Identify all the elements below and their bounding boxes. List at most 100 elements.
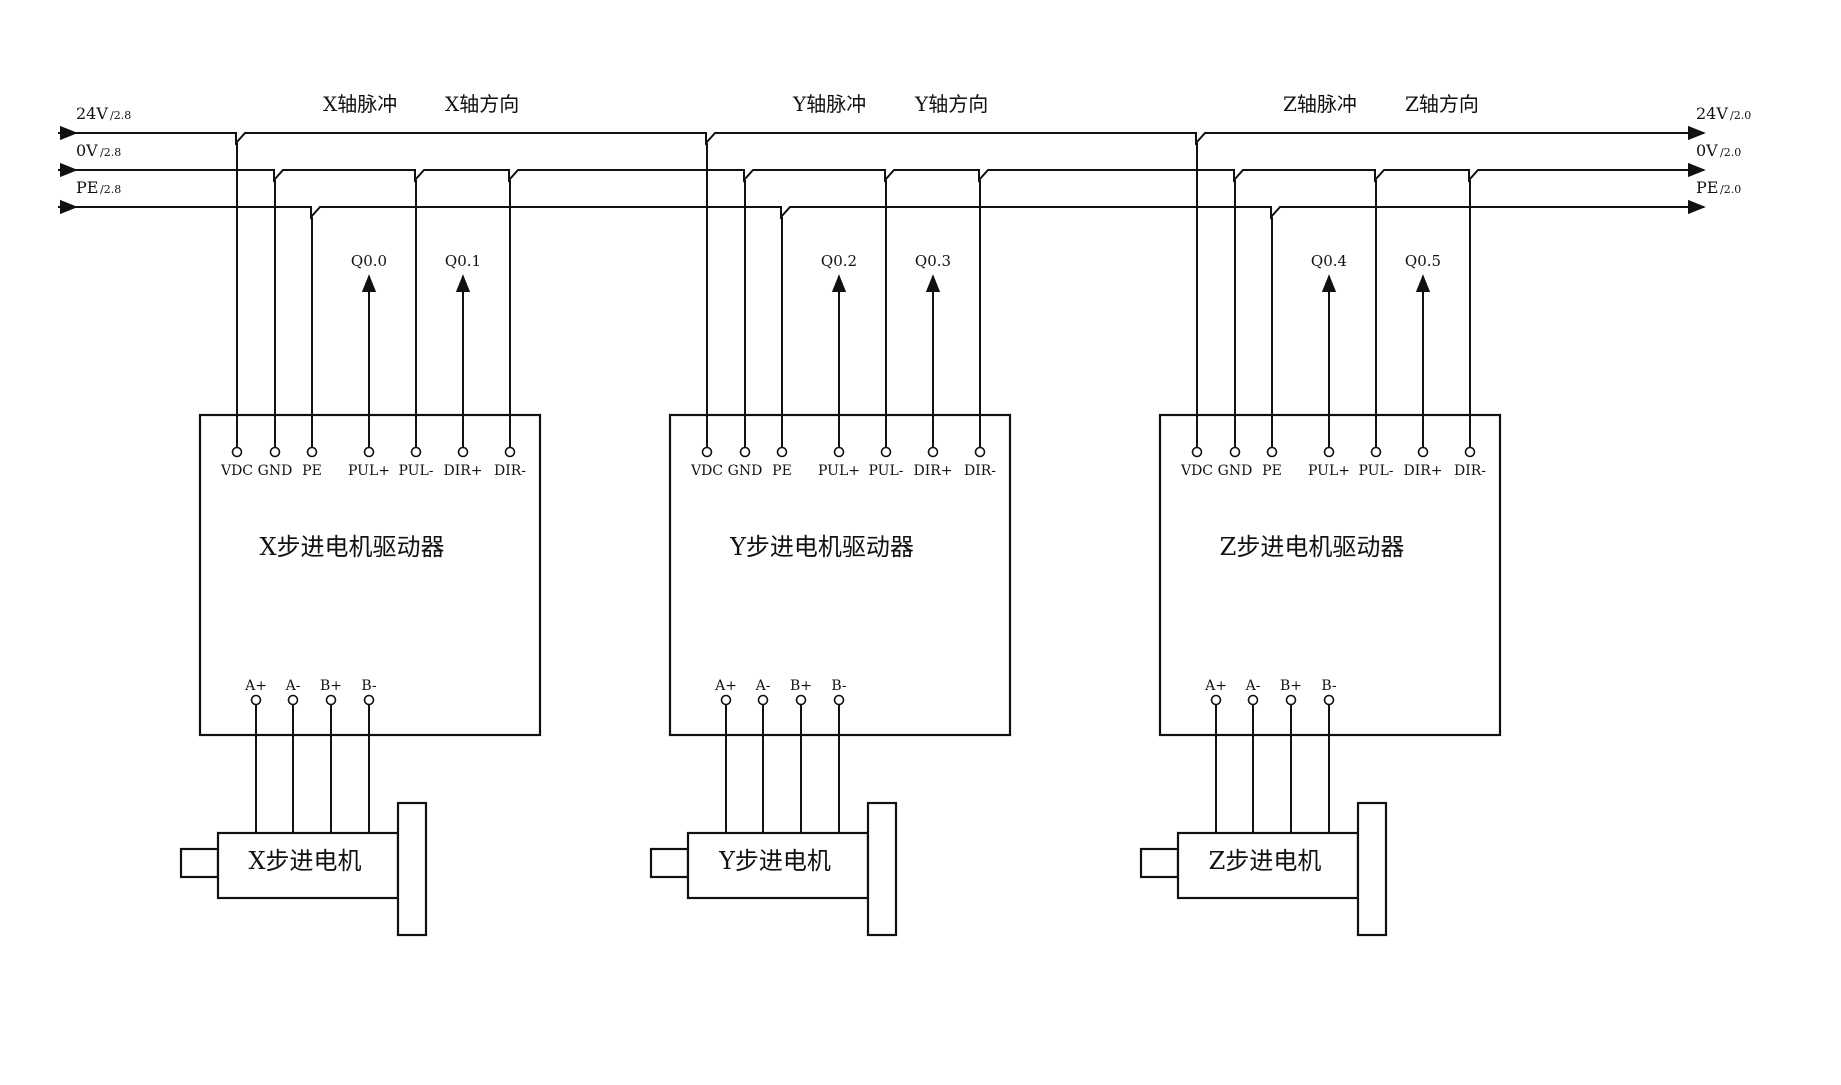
motor-z: Z步进电机 bbox=[1139, 801, 1388, 937]
driver-y-pin-0 bbox=[701, 446, 713, 458]
driver-z-pin-label-2: PE bbox=[1262, 463, 1282, 479]
motor-y-body bbox=[686, 831, 870, 900]
driver-x-pin-label-5: DIR+ bbox=[443, 463, 482, 479]
driver-z-output-label-0: Q0.4 bbox=[1311, 252, 1347, 270]
driver-y-pin-5 bbox=[927, 446, 939, 458]
driver-x-title: X步进电机驱动器 bbox=[259, 533, 444, 561]
driver-z-pin-2 bbox=[1266, 446, 1278, 458]
motor-y-flange bbox=[866, 801, 898, 937]
driver-z-pin-3 bbox=[1323, 446, 1335, 458]
driver-y-pin-4 bbox=[880, 446, 892, 458]
driver-y-output-label-1: Q0.3 bbox=[915, 252, 951, 270]
driver-z-motor-pin-1 bbox=[1247, 694, 1259, 706]
driver-y-motor-pin-1 bbox=[757, 694, 769, 706]
driver-y-pin-label-6: DIR- bbox=[964, 463, 996, 479]
rail-0v-left-sub: /2.8 bbox=[100, 146, 121, 159]
driver-y-pin-3 bbox=[833, 446, 845, 458]
driver-y-pin-label-3: PUL+ bbox=[818, 463, 860, 479]
rail-pe-left-label: PE bbox=[76, 178, 98, 197]
rail-pe-left-sub: /2.8 bbox=[100, 183, 121, 196]
driver-z-title: Z步进电机驱动器 bbox=[1220, 533, 1405, 561]
driver-x-pin-label-0: VDC bbox=[220, 463, 253, 479]
driver-z-motor-pin-0 bbox=[1210, 694, 1222, 706]
rail-0v-right-label: 0V bbox=[1696, 141, 1718, 160]
rail-pe-right-label: PE bbox=[1696, 178, 1718, 197]
driver-y-pin-2 bbox=[776, 446, 788, 458]
driver-y-pin-1 bbox=[739, 446, 751, 458]
motor-z-shaft bbox=[1139, 847, 1180, 879]
driver-y-dir-label: Y轴方向 bbox=[914, 92, 988, 116]
driver-x-pin-5 bbox=[457, 446, 469, 458]
driver-z-output-label-1: Q0.5 bbox=[1405, 252, 1441, 270]
driver-x-pin-label-6: DIR- bbox=[494, 463, 526, 479]
rail-24v-left-label: 24V bbox=[76, 104, 108, 123]
driver-x-pin-2 bbox=[306, 446, 318, 458]
driver-z-motor-pin-2 bbox=[1285, 694, 1297, 706]
driver-x-output-label-1: Q0.1 bbox=[445, 252, 481, 270]
driver-z-pin-label-1: GND bbox=[1218, 463, 1253, 479]
driver-x-motor-pin-label-3: B- bbox=[361, 678, 377, 694]
driver-y-motor-pin-label-1: A- bbox=[755, 678, 771, 694]
driver-x-motor-pin-2 bbox=[325, 694, 337, 706]
driver-x-dir-label: X轴方向 bbox=[445, 92, 519, 116]
rail-0v-line bbox=[62, 169, 1702, 183]
motor-x: X步进电机 bbox=[179, 801, 428, 937]
motor-z-flange bbox=[1356, 801, 1388, 937]
rail-0v-right-sub: /2.0 bbox=[1720, 146, 1741, 159]
driver-y-title: Y步进电机驱动器 bbox=[729, 533, 914, 561]
driver-y-pin-label-5: DIR+ bbox=[913, 463, 952, 479]
rail-24v-right-sub: /2.0 bbox=[1730, 109, 1751, 122]
motor-x-flange bbox=[396, 801, 428, 937]
driver-z-pin-label-5: DIR+ bbox=[1403, 463, 1442, 479]
rail-pe-line bbox=[62, 206, 1702, 220]
motor-y-shaft bbox=[649, 847, 690, 879]
rail-0v-left-label: 0V bbox=[76, 141, 98, 160]
driver-x-pin-label-2: PE bbox=[302, 463, 322, 479]
driver-z-pin-label-0: VDC bbox=[1180, 463, 1213, 479]
motor-x-label: X步进电机 bbox=[248, 847, 361, 875]
driver-x-pin-0 bbox=[231, 446, 243, 458]
driver-z-pin-5 bbox=[1417, 446, 1429, 458]
driver-z-motor-pin-label-2: B+ bbox=[1280, 678, 1302, 694]
driver-y-pulse-label: Y轴脉冲 bbox=[792, 92, 866, 116]
driver-x-motor-pin-0 bbox=[250, 694, 262, 706]
rail-pe-right-sub: /2.0 bbox=[1720, 183, 1741, 196]
driver-x-pin-6 bbox=[504, 446, 516, 458]
driver-x-pin-4 bbox=[410, 446, 422, 458]
driver-x-pin-label-1: GND bbox=[258, 463, 293, 479]
driver-y-motor-pin-3 bbox=[833, 694, 845, 706]
driver-z-dir-label: Z轴方向 bbox=[1405, 92, 1479, 116]
driver-x-motor-pin-label-2: B+ bbox=[320, 678, 342, 694]
driver-x-pin-label-3: PUL+ bbox=[348, 463, 390, 479]
driver-z-pin-0 bbox=[1191, 446, 1203, 458]
driver-x-pin-3 bbox=[363, 446, 375, 458]
driver-z-pin-label-6: DIR- bbox=[1454, 463, 1486, 479]
driver-y-pin-6 bbox=[974, 446, 986, 458]
driver-x-motor-pin-3 bbox=[363, 694, 375, 706]
driver-z-pulse-label: Z轴脉冲 bbox=[1283, 92, 1357, 116]
driver-y-pin-label-2: PE bbox=[772, 463, 792, 479]
driver-x-motor-pin-label-0: A+ bbox=[244, 678, 267, 694]
motor-y: Y步进电机 bbox=[649, 801, 898, 937]
rail-24v-left-sub: /2.8 bbox=[110, 109, 131, 122]
driver-z-pin-label-4: PUL- bbox=[1359, 463, 1394, 479]
driver-y-output-label-0: Q0.2 bbox=[821, 252, 857, 270]
driver-z-motor-pin-label-1: A- bbox=[1245, 678, 1261, 694]
driver-y-box bbox=[668, 413, 1012, 737]
driver-y-motor-pin-0 bbox=[720, 694, 732, 706]
driver-z-pin-label-3: PUL+ bbox=[1308, 463, 1350, 479]
driver-z-box bbox=[1158, 413, 1502, 737]
driver-x-pin-1 bbox=[269, 446, 281, 458]
motor-z-label: Z步进电机 bbox=[1209, 847, 1322, 875]
driver-z-pin-1 bbox=[1229, 446, 1241, 458]
driver-x-output-label-0: Q0.0 bbox=[351, 252, 387, 270]
driver-y-motor-pin-label-0: A+ bbox=[714, 678, 737, 694]
driver-z-pin-6 bbox=[1464, 446, 1476, 458]
driver-z-motor-pin-3 bbox=[1323, 694, 1335, 706]
driver-y-pin-label-0: VDC bbox=[690, 463, 723, 479]
driver-y-motor-pin-2 bbox=[795, 694, 807, 706]
